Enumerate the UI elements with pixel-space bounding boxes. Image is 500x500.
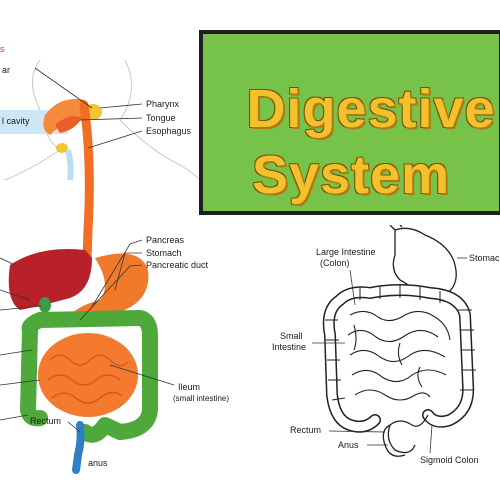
colon-outline	[322, 284, 475, 433]
small-intestine	[38, 333, 138, 417]
mouth	[43, 99, 87, 135]
label-salivary-partial: ar	[2, 65, 10, 75]
label-pancreatic-duct: Pancreatic duct	[146, 260, 209, 270]
label-ileum: Ileum	[178, 382, 200, 392]
label-stomach: Stomach	[146, 248, 182, 258]
label-small: Small	[280, 331, 303, 341]
label-colon: (Colon)	[320, 258, 350, 268]
stomach	[70, 253, 149, 318]
colon-inner	[324, 285, 473, 432]
title-line-system: System	[251, 145, 451, 205]
small-intestine-coils	[47, 354, 129, 404]
label-ileum-sub: (small intestine)	[173, 394, 229, 403]
label-large-intestine: Large Intestine	[316, 247, 376, 257]
esophagus-line	[389, 225, 403, 231]
label-esophagus: Esophagus	[146, 126, 192, 136]
label-anus: anus	[88, 458, 108, 468]
label-sigmoid-colon: Sigmoid Colon	[420, 455, 479, 465]
label-anus-right: Anus	[338, 440, 359, 450]
large-intestine	[20, 310, 158, 443]
label-top-partial: s	[0, 44, 5, 54]
salivary-gland-lower	[56, 143, 68, 153]
label-pharynx: Pharynx	[146, 99, 180, 109]
label-oral-cavity-partial: l cavity	[2, 116, 30, 126]
color-anatomy-diagram: s ar l cavity Pharynx Tongue Esophagus P…	[0, 44, 229, 474]
gallbladder	[39, 297, 51, 313]
label-stomach-partial: Stomac	[469, 253, 500, 263]
label-rectum: Rectum	[30, 416, 61, 426]
label-rectum-right: Rectum	[290, 425, 321, 435]
rectum	[72, 421, 85, 474]
label-tongue: Tongue	[146, 113, 176, 123]
pharynx-shadow	[65, 149, 74, 181]
tongue	[55, 116, 82, 133]
esophagus	[79, 100, 94, 267]
label-pancreas: Pancreas	[146, 235, 185, 245]
title-line-digestive: Digestive	[246, 79, 496, 139]
rectum-outline	[382, 424, 406, 457]
label-intestine: Intestine	[272, 342, 306, 352]
liver	[8, 249, 92, 310]
sigmoid-colon	[387, 414, 429, 454]
title-banner: Digestive System	[199, 30, 500, 215]
line-art-intestine-diagram: Large Intestine (Colon) Stomac Small Int…	[272, 225, 500, 465]
